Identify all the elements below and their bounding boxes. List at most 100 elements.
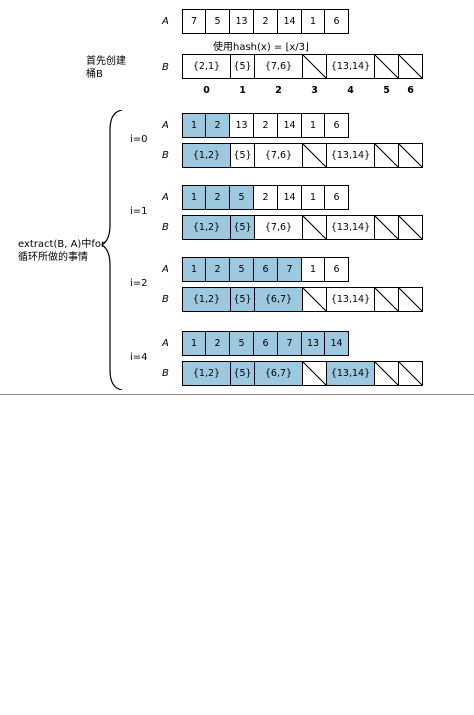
array-a-cell: 5	[205, 9, 230, 34]
array-a-cell: 1	[182, 113, 206, 138]
bucket-index-label: 3	[311, 85, 318, 96]
create-bucket-note: 首先创建 桶B	[86, 55, 126, 81]
array-a-cell: 14	[277, 113, 302, 138]
array-b-initial: {2,1}{5}{7,6}{13,14}	[182, 54, 423, 79]
bucket-b-empty-cell	[374, 143, 399, 168]
array-a-cell: 13	[229, 9, 254, 34]
bucket-index-label: 4	[347, 85, 354, 96]
array-a-cell: 14	[324, 331, 349, 356]
bucket-b-cell: {13,14}	[326, 54, 375, 79]
array-a-cell: 2	[205, 185, 230, 210]
bucket-index-label: 6	[407, 85, 414, 96]
bucket-b-cell: {5}	[230, 215, 255, 240]
hash-note: 使用hash(x) = ⌊x/3⌋	[213, 42, 309, 53]
array-a-cell: 2	[253, 185, 278, 210]
array-a-cell: 6	[324, 9, 349, 34]
array-a-cell: 6	[324, 185, 349, 210]
label-b: B	[162, 294, 169, 305]
bucket-index-label: 2	[275, 85, 282, 96]
bucket-b-cell: {1,2}	[182, 215, 231, 240]
bucket-b-cell: {1,2}	[182, 287, 231, 312]
bucket-b-empty-cell	[374, 54, 399, 79]
label-a: A	[162, 338, 169, 349]
array-a-cell: 5	[229, 257, 254, 282]
array-a-cell: 1	[301, 9, 325, 34]
array-a-cell: 2	[205, 113, 230, 138]
array-a-cell: 2	[253, 9, 278, 34]
bucket-index-label: 5	[383, 85, 390, 96]
iteration-label: i=0	[130, 134, 148, 145]
label-b: B	[162, 150, 169, 161]
bucket-b-row: {1,2}{5}{6,7}{13,14}	[182, 361, 423, 386]
bucket-index-label: 0	[203, 85, 210, 96]
bucket-b-cell: {5}	[230, 143, 255, 168]
bucket-b-cell: {6,7}	[254, 287, 303, 312]
create-bucket-note-line1: 首先创建	[86, 56, 126, 67]
label-a-top: A	[162, 16, 169, 27]
label-b: B	[162, 368, 169, 379]
bucket-b-cell: {6,7}	[254, 361, 303, 386]
bucket-b-empty-cell	[302, 287, 327, 312]
bucket-b-row: {1,2}{5}{7,6}{13,14}	[182, 143, 423, 168]
bottom-divider	[0, 394, 474, 395]
bucket-b-cell: {1,2}	[182, 143, 231, 168]
label-a: A	[162, 192, 169, 203]
bucket-b-empty-cell	[302, 215, 327, 240]
bucket-b-row: {1,2}{5}{6,7} {13,14}	[182, 287, 423, 312]
label-a: A	[162, 264, 169, 275]
array-a-cell: 7	[182, 9, 206, 34]
bucket-b-cell: {7,6}	[254, 215, 303, 240]
bucket-b-empty-cell	[398, 361, 423, 386]
array-a-cell: 6	[253, 331, 278, 356]
label-b: B	[162, 222, 169, 233]
array-a-cell: 1	[182, 185, 206, 210]
array-a-cell: 14	[277, 185, 302, 210]
iteration-label: i=4	[130, 352, 148, 363]
array-a-cell: 1	[182, 257, 206, 282]
array-a-cell: 6	[253, 257, 278, 282]
bucket-b-empty-cell	[374, 361, 399, 386]
array-a-cell: 13	[229, 113, 254, 138]
array-a-cell: 14	[277, 9, 302, 34]
bucket-b-empty-cell	[398, 215, 423, 240]
bucket-b-empty-cell	[302, 361, 327, 386]
bucket-b-empty-cell	[302, 143, 327, 168]
array-a-cell: 1	[301, 113, 325, 138]
bucket-b-cell: {13,14}	[326, 287, 375, 312]
array-a-cell: 5	[229, 185, 254, 210]
bucket-b-empty-cell	[302, 54, 327, 79]
array-a-cell: 1	[301, 185, 325, 210]
array-a-cell: 7	[277, 331, 302, 356]
bucket-index-label: 1	[239, 85, 246, 96]
array-a-cell: 13	[301, 331, 325, 356]
bucket-b-cell: {2,1}	[182, 54, 231, 79]
extract-loop-label-line1: extract(B, A)中for	[18, 239, 106, 250]
bucket-b-empty-cell	[398, 287, 423, 312]
bucket-b-cell: {5}	[230, 287, 255, 312]
bucket-b-empty-cell	[398, 143, 423, 168]
label-a: A	[162, 120, 169, 131]
bucket-b-empty-cell	[398, 54, 423, 79]
extract-loop-label-line2: 循环所做的事情	[18, 252, 88, 263]
array-a-cell: 5	[229, 331, 254, 356]
array-a-cell: 1	[301, 257, 325, 282]
extract-loop-label: extract(B, A)中for 循环所做的事情	[18, 238, 105, 264]
array-a-cell: 2	[205, 331, 230, 356]
iteration-label: i=1	[130, 206, 148, 217]
create-bucket-note-line2: 桶B	[86, 69, 103, 80]
left-brace	[100, 110, 123, 390]
bucket-b-cell: {7,6}	[254, 54, 303, 79]
bucket-b-cell: {13,14}	[326, 143, 375, 168]
iteration-label: i=2	[130, 278, 148, 289]
array-a-cell: 2	[253, 113, 278, 138]
bucket-b-cell: {5}	[230, 361, 255, 386]
bucket-b-cell: {13,14}	[326, 215, 375, 240]
bucket-b-empty-cell	[374, 287, 399, 312]
array-a-cell: 1	[182, 331, 206, 356]
bucket-b-row: {1,2}{5}{7,6} {13,14}	[182, 215, 423, 240]
array-a-cell: 2	[205, 257, 230, 282]
